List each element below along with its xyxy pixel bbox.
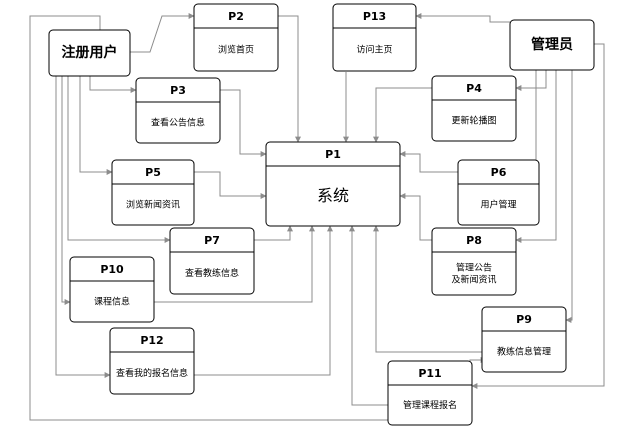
edge-p2-p1: [278, 15, 301, 143]
process-p3: P3 查看公告信息: [135, 77, 221, 144]
process-code: P3: [170, 84, 186, 97]
process-p4: P4 更新轮播图: [431, 75, 517, 142]
process-code: P7: [204, 234, 220, 247]
process-box: [431, 227, 517, 296]
edge-admin-p11: [471, 43, 605, 389]
edge-p11-p1: [349, 225, 388, 406]
process-box: [169, 227, 255, 295]
process-code: P10: [100, 263, 124, 276]
process-label: 用户管理: [480, 199, 516, 211]
process-box: [431, 75, 517, 142]
edge-user-p2: [130, 13, 195, 53]
process-p10: P10 课程信息: [69, 256, 155, 323]
edge-admin-p9: [565, 70, 573, 323]
actor-label: 管理员: [531, 36, 573, 53]
process-label: 浏览新闻资讯: [126, 199, 180, 211]
process-label: 系统: [317, 186, 349, 205]
process-code: P12: [140, 334, 163, 347]
process-code: P9: [516, 313, 532, 326]
edge-user-p13: [29, 15, 487, 421]
process-p2: P2 浏览首页: [193, 3, 279, 72]
edge-p9-p1: [373, 225, 482, 353]
process-label: 更新轮播图: [451, 115, 496, 127]
process-label: 课程信息: [94, 296, 130, 308]
process-box: [332, 3, 417, 72]
process-label: 查看公告信息: [151, 117, 205, 129]
process-box: [109, 327, 195, 395]
process-code: P4: [466, 82, 482, 95]
process-p11: P11 管理课程报名: [387, 360, 473, 426]
process-label: 查看我的报名信息: [116, 367, 188, 379]
edge-p7-p1: [254, 225, 293, 241]
process-box: [387, 360, 473, 426]
process-label: 及新闻资讯: [451, 274, 496, 286]
process-code: P1: [325, 148, 341, 161]
edge-p8-p1: [399, 193, 432, 241]
edge-user-p7: [67, 76, 171, 243]
process-label: 教练信息管理: [497, 346, 551, 358]
process-p7: P7 查看教练信息: [169, 227, 255, 295]
process-label: 管理课程报名: [403, 399, 457, 411]
process-code: P5: [145, 166, 161, 179]
process-label: 浏览首页: [218, 44, 254, 56]
process-box: [457, 159, 540, 226]
process-box: [111, 159, 195, 226]
edge-admin-p13: [415, 13, 510, 23]
actor-admin: 管理员: [509, 19, 595, 71]
edge-user-p10: [61, 76, 71, 305]
edge-user-p3: [89, 76, 137, 93]
actor-registered-user: 注册用户: [48, 29, 131, 77]
process-code: P8: [466, 234, 482, 247]
process-label: 查看教练信息: [185, 267, 239, 279]
process-box: [481, 306, 567, 373]
edge-user-p5: [79, 76, 113, 175]
edge-user-p12: [55, 76, 111, 378]
actor-label: 注册用户: [62, 44, 118, 61]
process-box: [69, 256, 155, 323]
process-p9: P9 教练信息管理: [481, 306, 567, 373]
edge-p12-p1: [194, 225, 333, 376]
edges: [29, 13, 605, 421]
process-code: P2: [228, 10, 244, 23]
edge-p4-p1: [373, 87, 432, 143]
process-code: P11: [418, 367, 441, 380]
process-code: P6: [491, 166, 507, 179]
edge-p10-p1: [154, 225, 315, 303]
edge-admin-p8: [515, 70, 557, 243]
edge-p6-p1: [399, 151, 458, 173]
process-code: P13: [363, 10, 386, 23]
process-box: [135, 77, 221, 144]
process-label: 管理公告: [456, 262, 492, 274]
edge-p3-p1: [220, 89, 267, 157]
edge-admin-p4: [515, 70, 547, 91]
process-system: P1 系统: [265, 141, 401, 227]
process-box: [193, 3, 279, 72]
process-nodes: P2 浏览首页 P13 访问主页 P3 查看公告信息 P4 更新轮播图 P5 浏览新闻资讯 P6 用户…: [69, 3, 567, 426]
process-label: 访问主页: [356, 44, 392, 56]
process-p13: P13 访问主页: [332, 3, 417, 72]
process-p5: P5 浏览新闻资讯: [111, 159, 195, 226]
edge-p5-p1: [194, 171, 267, 199]
edge-admin-p6: [533, 70, 540, 175]
process-p12: P12 查看我的报名信息: [109, 327, 195, 395]
process-p6: P6 用户管理: [457, 159, 540, 226]
